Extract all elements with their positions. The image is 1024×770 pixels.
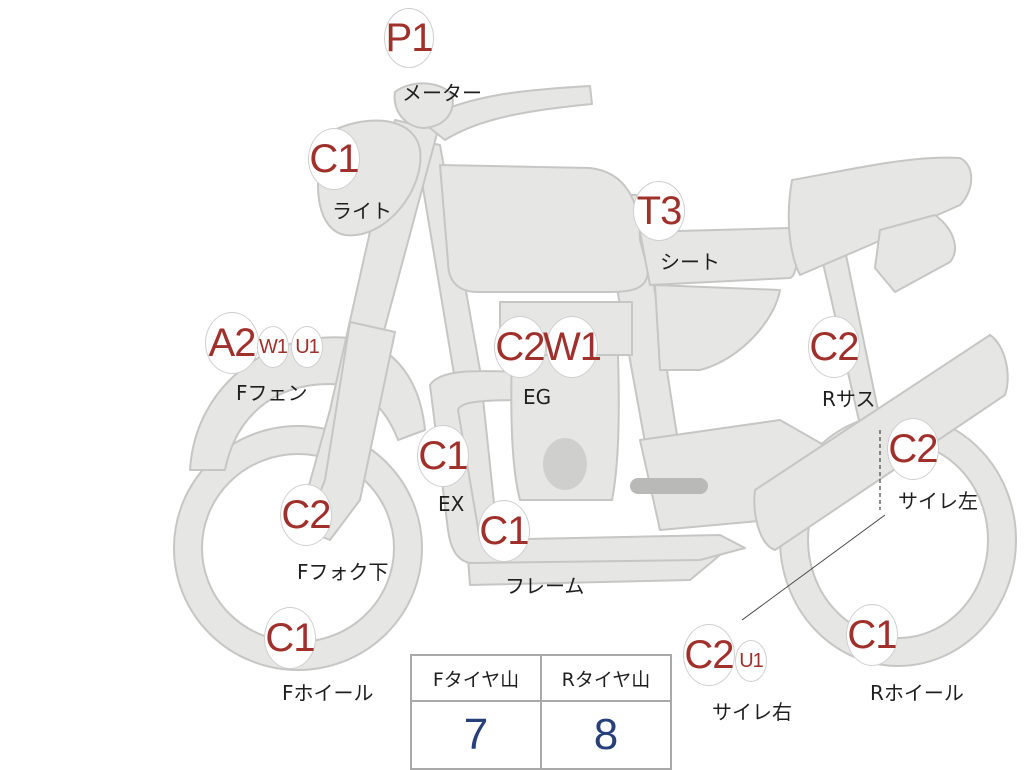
- muffler-left-label: サイレ左: [898, 489, 978, 513]
- seat-label: シート: [660, 250, 720, 274]
- f-fender-code-a2: A2: [205, 312, 259, 374]
- meter-label: メーター: [402, 81, 482, 105]
- exhaust-pipe: [429, 370, 746, 564]
- f-fender-label: Fフェン: [236, 381, 308, 405]
- f-fork-lower-code-c2: C2: [280, 484, 332, 546]
- r-tire-tread-value: 8: [540, 700, 672, 770]
- engine-label: EG: [523, 385, 552, 409]
- r-suspension-label: Rサス: [822, 387, 876, 411]
- f-fender-code-w1: W1: [257, 326, 289, 368]
- r-tire-tread-header: Rタイヤ山: [540, 654, 672, 702]
- meter: [393, 82, 454, 129]
- seat-code-t3: T3: [633, 181, 685, 241]
- r-wheel-label: Rホイール: [870, 681, 964, 705]
- tail-light-fin: [874, 214, 956, 293]
- f-tire-tread-header: Fタイヤ山: [410, 654, 542, 702]
- muffler-right-leader-line: [741, 514, 886, 621]
- handlebar: [419, 85, 593, 141]
- tail-cowl: [787, 156, 973, 276]
- light-code-c1: C1: [308, 128, 360, 190]
- f-wheel-code-c1: C1: [264, 607, 316, 669]
- muffler: [753, 334, 1009, 551]
- engine-code-w1: W1: [543, 316, 602, 378]
- table-header-row: Fタイヤ山 Rタイヤ山: [410, 654, 672, 702]
- f-fork-lower-label: Fフォク下: [297, 560, 389, 584]
- front-fork-lower: [304, 321, 396, 541]
- f-fender-code-u1: U1: [291, 326, 323, 368]
- side-cover: [654, 284, 781, 371]
- engine-cover: [543, 438, 587, 490]
- fuel-tank: [439, 164, 649, 293]
- r-suspension-code-c2: C2: [808, 316, 860, 378]
- muffler-right-code-c2: C2: [683, 624, 735, 686]
- f-wheel-label: Fホイール: [282, 681, 374, 705]
- engine-code-c2: C2: [494, 316, 546, 378]
- r-wheel-code-c1: C1: [846, 604, 898, 666]
- exhaust-label: EX: [438, 492, 465, 516]
- frame-code-c1: C1: [478, 500, 530, 562]
- frame-label: フレーム: [505, 574, 585, 598]
- light-label: ライト: [332, 199, 392, 223]
- exhaust-code-c1: C1: [417, 425, 469, 487]
- muffler-left-code-c2: C2: [887, 418, 939, 480]
- muffler-right-label: サイレ右: [712, 700, 792, 724]
- tire-tread-table: Fタイヤ山 Rタイヤ山 7 8: [410, 654, 672, 770]
- f-tire-tread-value: 7: [410, 700, 542, 770]
- table-value-row: 7 8: [410, 700, 672, 770]
- meter-code-p1: P1: [384, 8, 434, 68]
- muffler-right-code-u1: U1: [735, 640, 767, 682]
- engine-block: [510, 354, 620, 501]
